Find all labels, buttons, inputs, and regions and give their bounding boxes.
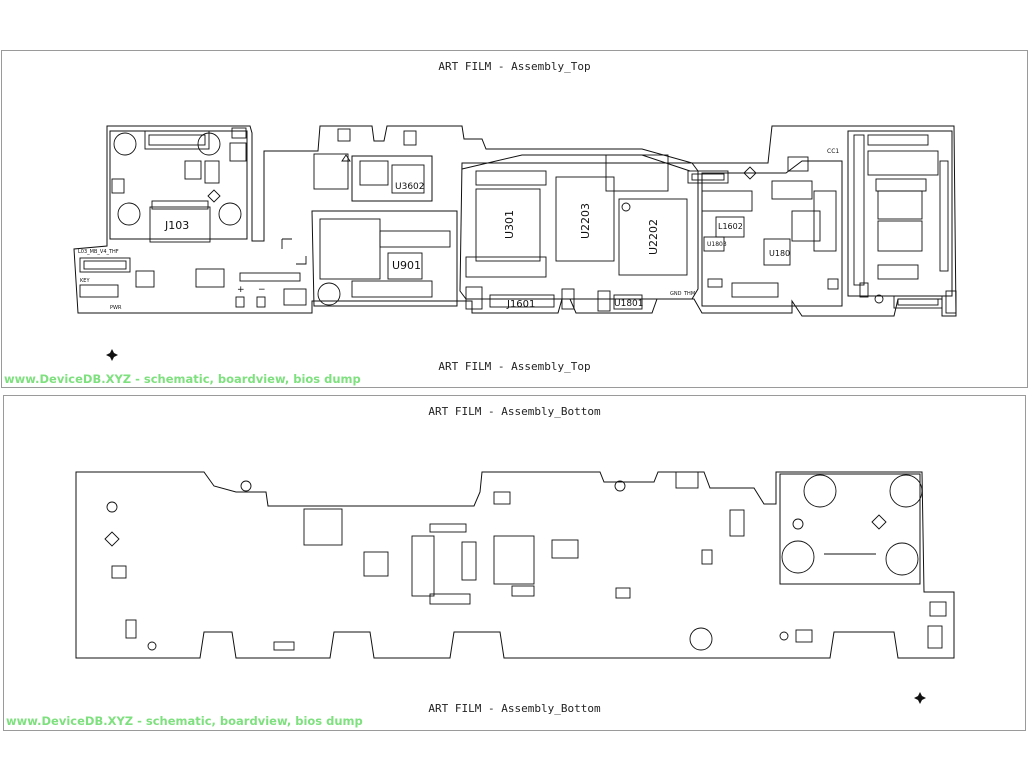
- label-minus: −: [258, 285, 266, 295]
- label-u2202: U2202: [647, 219, 660, 255]
- label-u3602: U3602: [395, 182, 425, 192]
- watermark-top: www.DeviceDB.XYZ - schematic, boardview,…: [4, 372, 361, 386]
- label-pwr: PWR: [110, 305, 122, 311]
- label-u901: U901: [392, 259, 421, 272]
- label-u180: U180: [769, 249, 790, 258]
- label-u1803: U1803: [707, 241, 727, 248]
- label-gnd: GND: [670, 291, 682, 297]
- assembly-bottom-panel: ART FILM - Assembly_Bottom: [3, 395, 1026, 731]
- top-board-outline: [73, 125, 957, 317]
- label-j103: J103: [164, 219, 189, 232]
- label-key: KEY: [80, 278, 90, 284]
- assembly-bottom-title-upper: ART FILM - Assembly_Bottom: [428, 405, 601, 418]
- label-u2203: U2203: [579, 203, 592, 239]
- assembly-bottom-board-drawing: [75, 471, 955, 704]
- label-u301: U301: [503, 210, 516, 239]
- assembly-bottom-title-lower: ART FILM - Assembly_Bottom: [428, 702, 601, 715]
- assembly-top-title-lower: ART FILM - Assembly_Top: [438, 360, 591, 373]
- watermark-bottom: www.DeviceDB.XYZ - schematic, boardview,…: [6, 714, 363, 728]
- assembly-top-title-upper: ART FILM - Assembly_Top: [438, 60, 591, 73]
- label-plus: +: [237, 285, 245, 295]
- assembly-top-panel: ART FILM - Assembly_Top: [1, 50, 1028, 388]
- label-connector: L03_MB_V4_THF: [78, 249, 119, 255]
- bottom-board-outline: [75, 471, 955, 659]
- assembly-top-board-drawing: J103 U3602 U301 U2203 U2202 U901 J1601 U…: [73, 125, 957, 361]
- label-u1801: U1801: [614, 299, 644, 309]
- label-l1602: L1602: [718, 222, 743, 231]
- label-j1601: J1601: [506, 299, 535, 310]
- label-cc1: CC1: [827, 148, 839, 155]
- label-thm: THM: [683, 291, 695, 297]
